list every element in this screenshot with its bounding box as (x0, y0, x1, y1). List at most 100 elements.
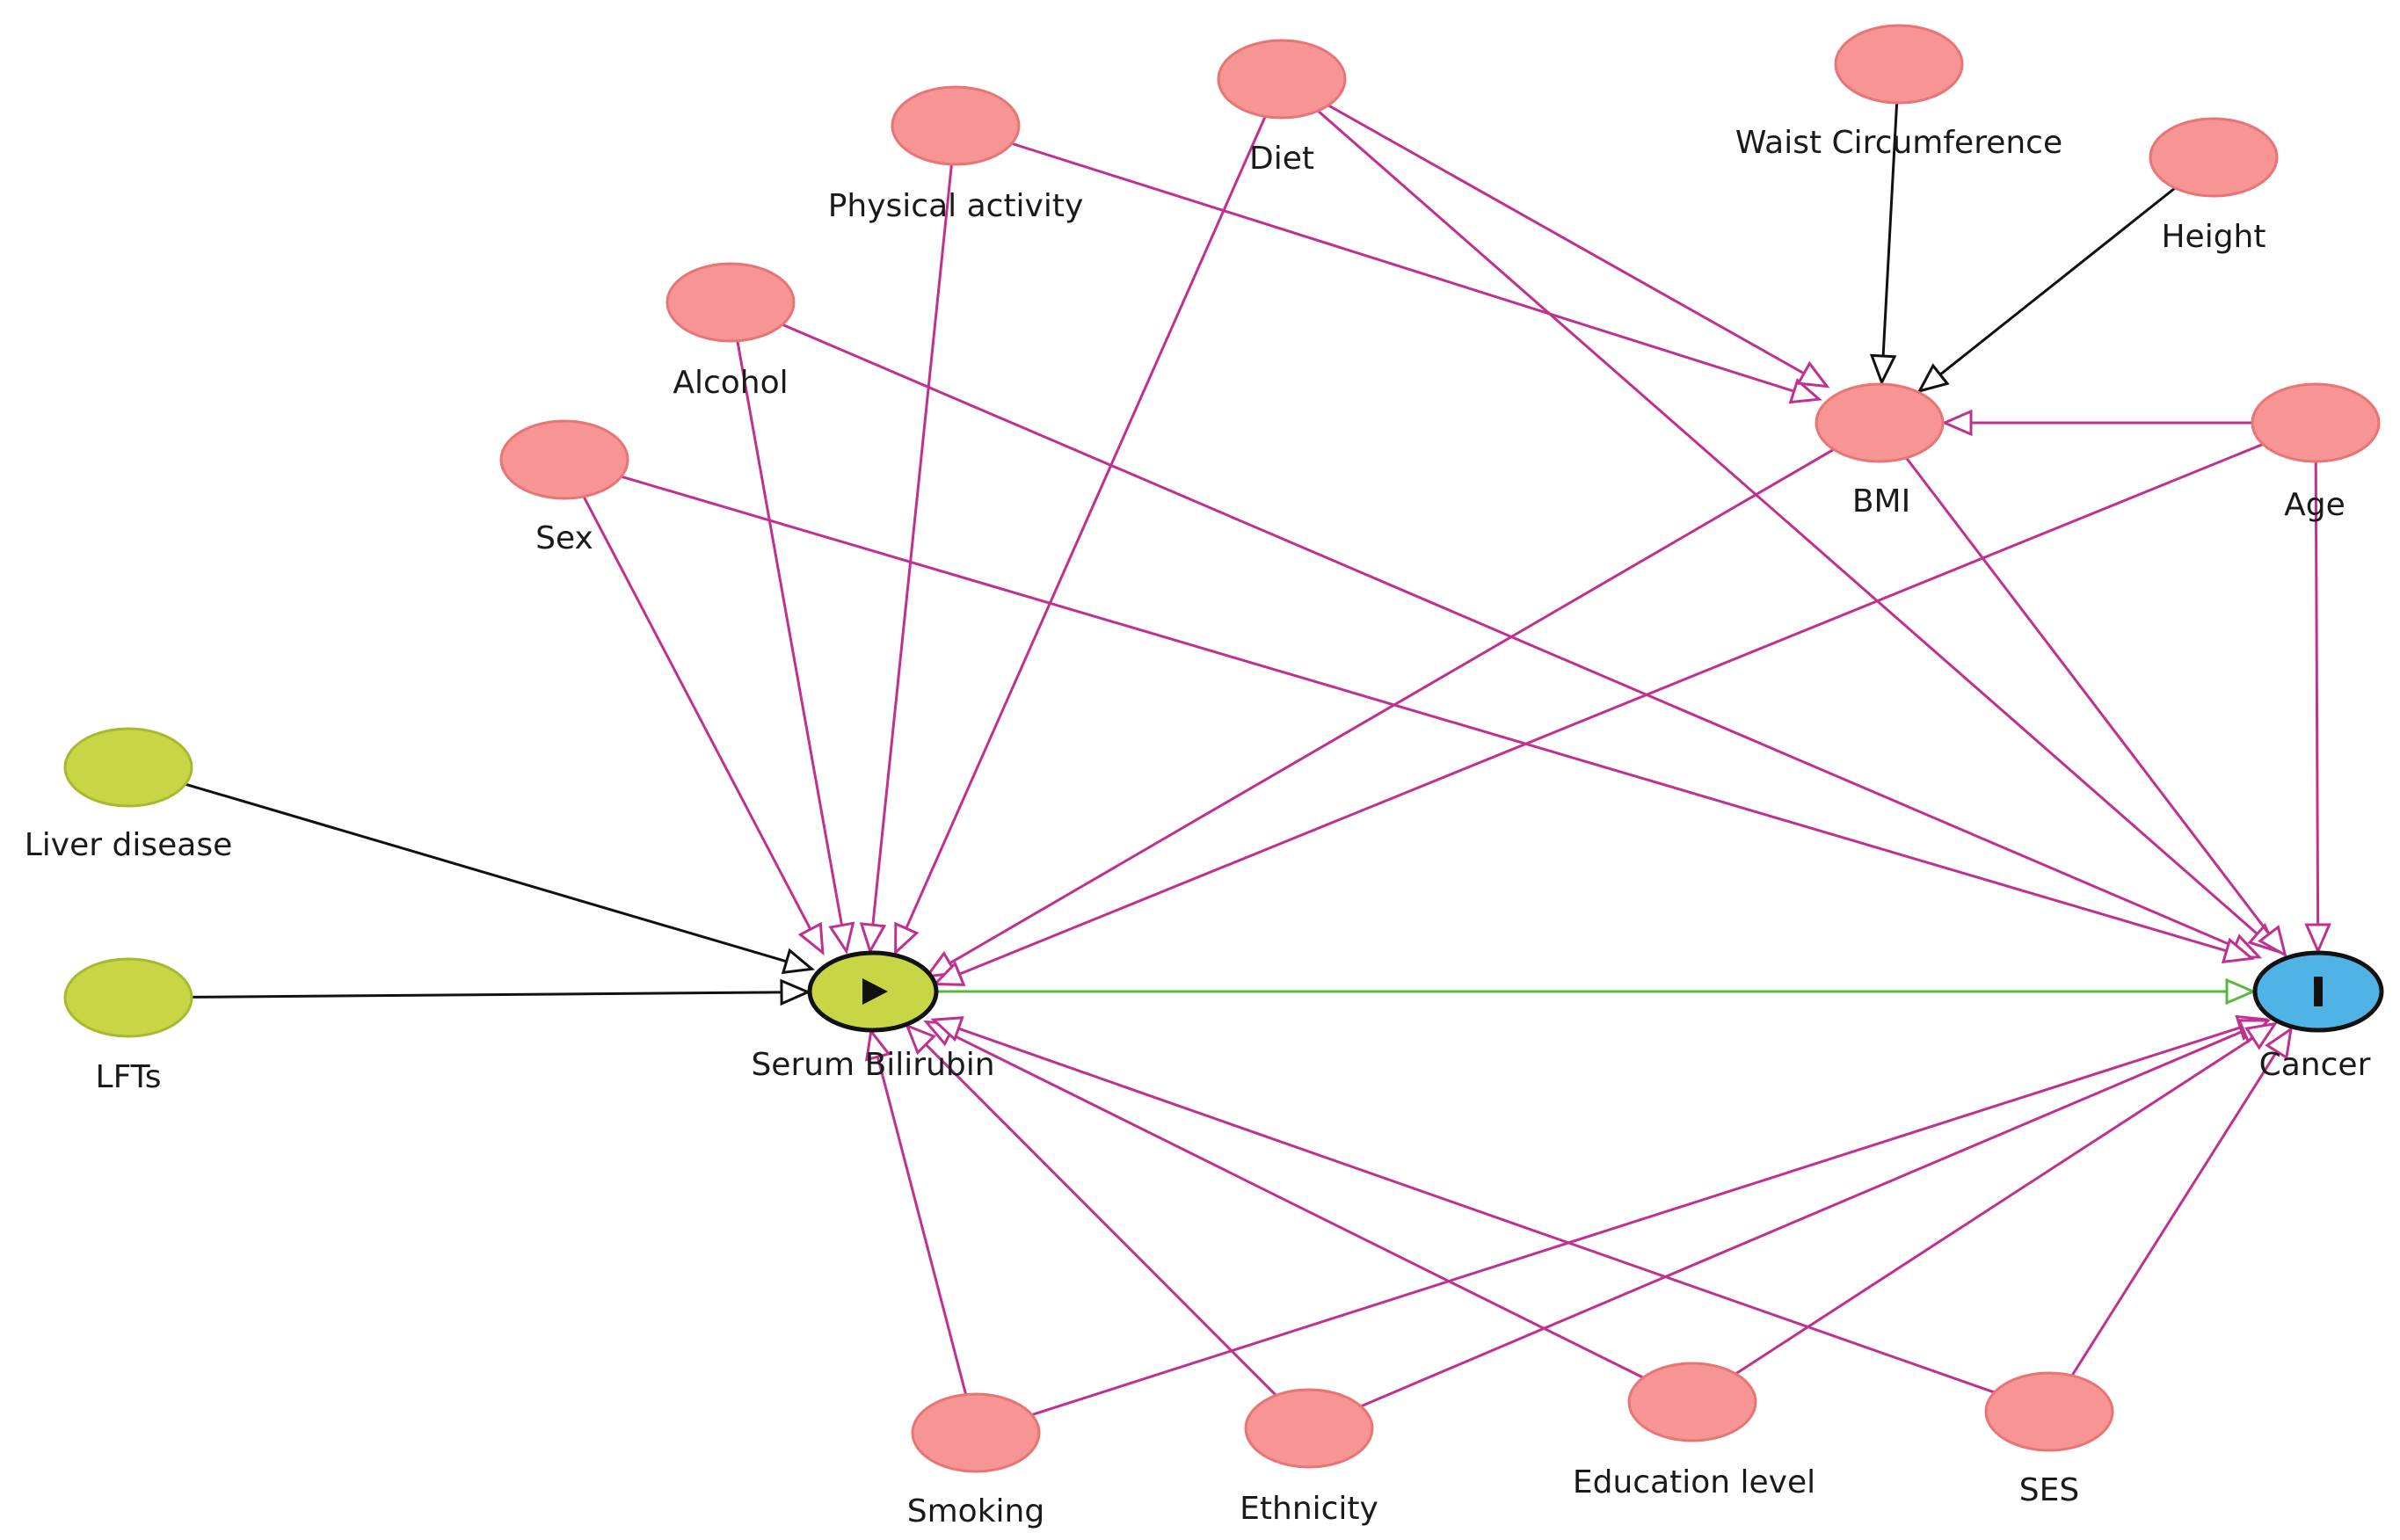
arrowhead-icon (797, 921, 825, 956)
edge-bmi-to-serum-bilirubin (924, 448, 1835, 978)
node-ellipse[interactable] (2251, 382, 2381, 463)
edge-line (736, 340, 844, 926)
edge-education-level-to-cancer (1735, 1021, 2279, 1376)
node-label: Alcohol (673, 365, 788, 401)
edge-age-to-cancer (2304, 461, 2331, 955)
node-liver-disease[interactable]: Liver disease (25, 727, 232, 863)
edge-physical-activity-to-bmi (1011, 142, 1822, 404)
node-bmi[interactable]: BMI (1815, 382, 1945, 519)
edge-line (1905, 456, 2271, 935)
edge-line (1011, 142, 1795, 393)
node-ellipse[interactable] (2149, 117, 2279, 198)
edge-ethnicity-to-serum-bilirubin (905, 1023, 1277, 1397)
outcome-bar-icon (2314, 977, 2323, 1006)
arrowhead-icon (780, 978, 811, 1006)
edge-waist-circumference-to-bmi (1869, 102, 1899, 386)
node-sex[interactable]: Sex (499, 419, 629, 556)
edge-smoking-to-cancer (1031, 1014, 2269, 1416)
node-ellipse[interactable] (63, 727, 193, 808)
arrowhead-icon (1869, 353, 1897, 386)
node-label: SES (2019, 1472, 2079, 1508)
edge-line (191, 991, 782, 999)
edge-smoking-to-serum-bilirubin (864, 1028, 968, 1395)
node-physical-activity[interactable]: Physical activity (828, 85, 1084, 224)
node-age[interactable]: Age (2251, 382, 2381, 523)
edges-layer (185, 102, 2331, 1416)
edge-liver-disease-to-serum-bilirubin (185, 782, 816, 975)
arrowhead-icon (2221, 937, 2256, 964)
node-serum-bilirubin[interactable]: Serum Bilirubin (751, 950, 995, 1083)
arrowhead-icon (1788, 378, 1822, 404)
node-height[interactable]: Height (2149, 117, 2279, 255)
node-ellipse[interactable] (891, 85, 1021, 166)
edge-education-level-to-serum-bilirubin (923, 1020, 1644, 1379)
edge-diet-to-bmi (1327, 104, 1830, 389)
edge-line (2070, 1050, 2279, 1377)
edge-line (957, 1027, 1996, 1394)
arrowhead-icon (905, 1023, 936, 1056)
node-ellipse[interactable] (63, 957, 193, 1038)
arrowhead-icon (2304, 923, 2331, 955)
node-cancer[interactable]: Cancer (2252, 950, 2384, 1083)
node-ellipse[interactable] (1244, 1388, 1374, 1469)
arrowhead-icon (1941, 409, 1973, 437)
node-ellipse[interactable] (911, 1392, 1041, 1473)
edge-line (876, 1056, 968, 1395)
node-label: Smoking (907, 1493, 1044, 1529)
edge-ses-to-serum-bilirubin (930, 1016, 1996, 1394)
arrowhead-icon (864, 1028, 891, 1062)
node-education-level[interactable]: Education level (1573, 1362, 1815, 1500)
edge-line (905, 115, 1267, 929)
node-label: Height (2161, 219, 2265, 255)
node-label: Sex (535, 520, 593, 556)
edge-line (925, 1043, 1277, 1397)
node-ellipse[interactable] (499, 419, 629, 500)
arrowhead-icon (2244, 1021, 2279, 1050)
edge-line (958, 442, 2264, 976)
arrowhead-icon (2225, 977, 2257, 1006)
arrowhead-icon (859, 922, 887, 955)
node-label: BMI (1852, 483, 1910, 519)
node-ethnicity[interactable]: Ethnicity (1240, 1388, 1378, 1527)
node-ellipse[interactable] (1627, 1362, 1757, 1442)
arrowhead-icon (932, 961, 966, 986)
node-diet[interactable]: Diet (1217, 39, 1347, 177)
node-lfts[interactable]: LFTs (63, 957, 193, 1095)
node-ellipse[interactable] (1217, 39, 1347, 120)
node-ses[interactable]: SES (1984, 1371, 2114, 1508)
edge-serum-bilirubin-to-cancer (936, 977, 2257, 1006)
node-ellipse[interactable] (1815, 382, 1945, 463)
node-label: LFTs (96, 1059, 162, 1095)
node-label: Cancer (2259, 1047, 2371, 1083)
node-label: Education level (1573, 1464, 1815, 1500)
edge-line (582, 496, 812, 930)
edge-line (2314, 461, 2320, 926)
node-alcohol[interactable]: Alcohol (665, 262, 796, 401)
arrowhead-icon (781, 948, 816, 975)
arrowhead-icon (828, 921, 855, 955)
edge-line (1360, 1029, 2244, 1408)
edge-line (949, 1032, 1644, 1379)
arrowhead-icon (894, 921, 920, 956)
node-label: Ethnicity (1240, 1491, 1378, 1527)
edge-lfts-to-serum-bilirubin (191, 978, 811, 1006)
node-ellipse[interactable] (1834, 24, 1964, 105)
node-label: Age (2284, 487, 2345, 523)
edge-sex-to-cancer (621, 475, 2256, 964)
exposure-play-icon (862, 978, 888, 1005)
node-ellipse[interactable] (1984, 1371, 2114, 1452)
edge-line (1317, 109, 2258, 935)
node-waist-circumference[interactable]: Waist Circumference (1735, 24, 2062, 161)
edge-line (1031, 1026, 2241, 1416)
node-ellipse[interactable] (665, 262, 796, 343)
node-label: Physical activity (828, 188, 1084, 224)
node-label: Liver disease (25, 827, 232, 863)
edge-bmi-to-cancer (1905, 456, 2287, 958)
arrowhead-icon (1916, 363, 1950, 394)
node-smoking[interactable]: Smoking (907, 1392, 1044, 1529)
edge-line (1881, 102, 1899, 357)
edge-line (949, 448, 1835, 965)
edge-age-to-serum-bilirubin (932, 442, 2264, 986)
